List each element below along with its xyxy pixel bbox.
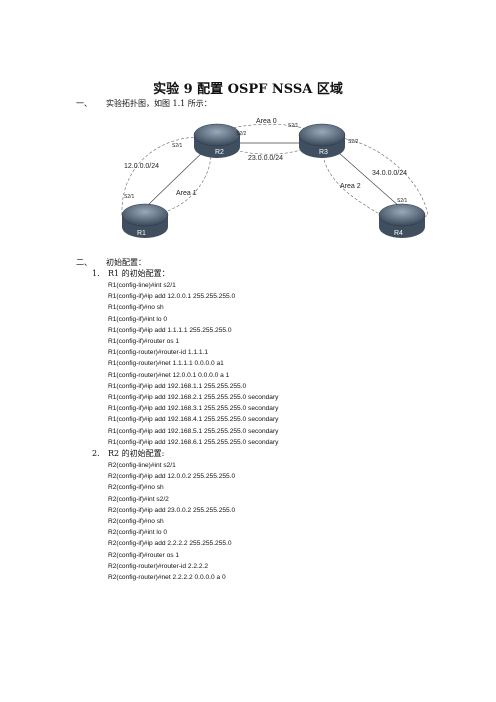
link-r3-r4	[329, 144, 401, 208]
command-line: R1(config-if)#ip add 1.1.1.1 255.255.255…	[108, 326, 232, 334]
iface-r1-s21: S2/1	[124, 194, 135, 200]
area-1-label: Area 1	[176, 190, 197, 197]
router-r3-label: R3	[319, 149, 328, 156]
command-line: R2(config-if)#int lo 0	[108, 529, 168, 537]
r2-number: 2.	[92, 449, 100, 458]
network-34-label: 34.0.0.0/24	[372, 170, 407, 177]
command-line: R1(config-if)#ip add 192.168.5.1 255.255…	[108, 427, 279, 435]
command-line: R1(config-if)#ip add 12.0.0.1 255.255.25…	[108, 293, 236, 301]
router-r2: R2	[193, 123, 241, 158]
r1-heading-text: R1 的初始配置：	[108, 269, 170, 278]
topology-diagram: R2 R3 R1 R4 Area 0 Area 1 Area 2 12.0.0.…	[121, 118, 429, 238]
command-line: R1(config-if)#ip add 192.168.1.1 255.255…	[108, 382, 247, 390]
iface-r2-s22: S2/2	[236, 131, 247, 137]
iface-r2-s21: S2/1	[172, 143, 183, 149]
command-line: R2(config-if)#ip add 12.0.0.2 255.255.25…	[108, 473, 236, 481]
command-line: R1(config-router)#net 12.0.0.1 0.0.0.0 a…	[108, 371, 230, 379]
section-2-text: 初始配置：	[106, 258, 146, 267]
command-line: R1(config-if)#ip add 192.168.4.1 255.255…	[108, 416, 279, 424]
command-line: R2(config-router)#router-id 2.2.2.2	[108, 562, 209, 570]
section-2-number: 二、	[76, 258, 92, 267]
router-r1: R1	[121, 203, 169, 238]
router-r3: R3	[298, 123, 346, 158]
command-line: R1(config-if)#ip add 192.168.6.1 255.255…	[108, 438, 279, 446]
r2-heading-text: R2 的初始配置:	[108, 449, 165, 458]
command-line: R2(config-if)#ip add 2.2.2.2 255.255.255…	[108, 540, 232, 548]
command-line: R2(config-if)#int s2/2	[108, 495, 169, 503]
router-r4-label: R4	[394, 230, 403, 237]
command-line: R1(config-router)#router-id 1.1.1.1	[108, 349, 209, 357]
r2-config-heading: 2. R2 的初始配置:	[92, 448, 164, 459]
iface-r3-s22: S2/2	[348, 139, 359, 145]
router-r2-label: R2	[215, 149, 224, 156]
command-line: R2(config-if)#ip add 23.0.0.2 255.255.25…	[108, 506, 236, 514]
command-line: R2(config-if)#router os 1	[108, 551, 180, 559]
r1-config-heading: 1. R1 的初始配置：	[92, 268, 170, 279]
command-line: R1(config-router)#net 1.1.1.1 0.0.0.0 a1	[108, 360, 224, 368]
command-line: R1(config-if)#ip add 192.168.2.1 255.255…	[108, 394, 279, 402]
router-r4: R4	[378, 203, 426, 238]
area-2-boundary	[322, 136, 429, 221]
area-2-label: Area 2	[340, 183, 361, 190]
router-r1-label: R1	[137, 230, 146, 237]
network-12-label: 12.0.0.0/24	[124, 163, 159, 170]
area-0-boundary	[204, 123, 326, 155]
command-line: R1(config-if)#int lo 0	[108, 315, 168, 323]
section-1-text: 实验拓扑图，如图 1.1 所示：	[106, 99, 212, 108]
r1-number: 1.	[92, 269, 100, 278]
section-1: 一、 实验拓扑图，如图 1.1 所示：	[76, 98, 212, 109]
command-line: R1(config-if)#no sh	[108, 304, 164, 312]
command-line: R2(config-if)#no sh	[108, 484, 164, 492]
command-line: R1(config-if)#router os 1	[108, 338, 180, 346]
iface-r3-s21: S2/1	[288, 123, 299, 129]
section-1-number: 一、	[76, 99, 92, 108]
command-line: R2(config-router)#net 2.2.2.2 0.0.0.0 a …	[108, 574, 226, 582]
page-title: 实验 9 配置 OSPF NSSA 区域	[153, 82, 343, 97]
area-0-label: Area 0	[256, 118, 277, 125]
command-line: R1(config-if)#ip add 192.168.3.1 255.255…	[108, 405, 279, 413]
command-line: R2(config-line)#int s2/1	[108, 462, 176, 469]
section-2: 二、 初始配置：	[76, 257, 146, 268]
command-line: R1(config-line)#int s2/1	[108, 282, 176, 289]
network-23-label: 23.0.0.0/24	[248, 155, 283, 162]
iface-r4-s21: S2/1	[397, 198, 408, 204]
command-line: R2(config-if)#no sh	[108, 518, 164, 526]
link-r1-r2	[147, 144, 211, 206]
